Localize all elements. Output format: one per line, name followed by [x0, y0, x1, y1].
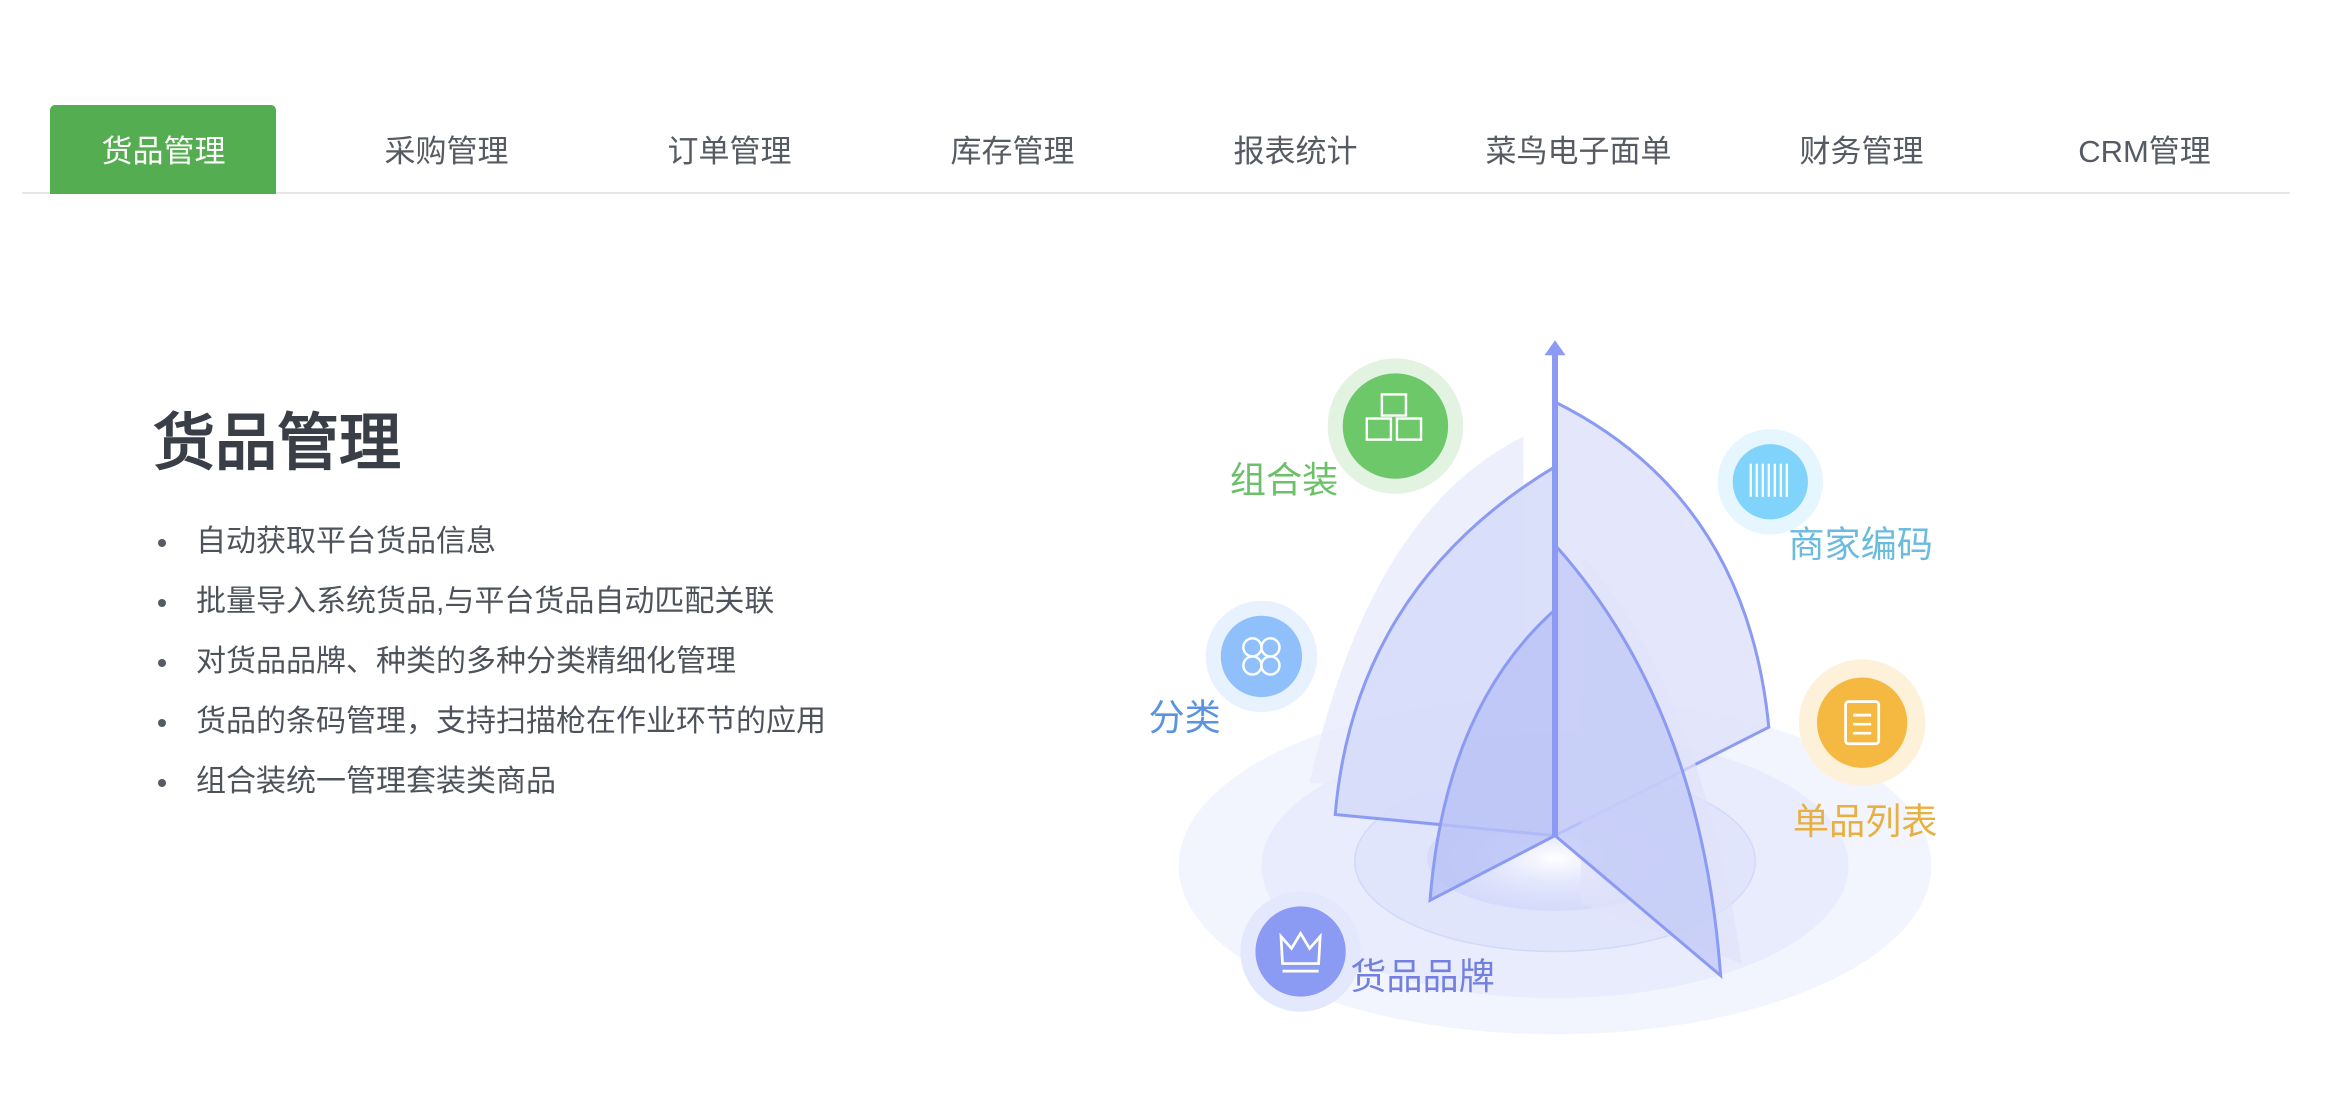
feature-merchant-code: 商家编码: [1717, 429, 1933, 565]
boxes-icon: [1365, 393, 1423, 441]
tab-label: CRM管理: [2078, 134, 2211, 169]
feature-item: 对货品品牌、种类的多种分类精细化管理: [150, 632, 826, 692]
feature-label: 商家编码: [1788, 524, 1933, 565]
tab-label: 订单管理: [667, 134, 792, 169]
barcode-icon: [1749, 463, 1789, 497]
sail-left-inner: [1428, 606, 1557, 903]
clipboard-icon: [1844, 700, 1881, 746]
feature-label: 分类: [1149, 697, 1221, 738]
tab-label: 货品管理: [101, 134, 226, 169]
feature-item: 批量导入系统货品,与平台货品自动匹配关联: [150, 572, 826, 632]
feature-list: 自动获取平台货品信息 批量导入系统货品,与平台货品自动匹配关联 对货品品牌、种类…: [150, 512, 826, 812]
feature-label: 组合装: [1230, 459, 1338, 500]
arrow-head-icon: [1544, 340, 1566, 356]
tab-label: 报表统计: [1233, 134, 1358, 169]
feature-item: 货品的条码管理，支持扫描枪在作业环节的应用: [150, 692, 826, 752]
crown-icon: [1279, 930, 1322, 973]
feature-combo: 组合装: [1230, 358, 1464, 500]
tab-goods-management[interactable]: 货品管理: [22, 105, 305, 194]
tab-label: 菜鸟电子面单: [1485, 134, 1672, 169]
tab-order-management[interactable]: 订单管理: [588, 105, 871, 192]
tab-crm-management[interactable]: CRM管理: [2003, 105, 2286, 192]
sail-right-inner: [1553, 541, 1723, 980]
tab-inventory-management[interactable]: 库存管理: [871, 105, 1154, 192]
tab-purchase-management[interactable]: 采购管理: [305, 105, 588, 192]
section-title: 货品管理: [153, 409, 402, 478]
feature-label: 货品品牌: [1350, 956, 1495, 997]
feature-item: 自动获取平台货品信息: [150, 512, 826, 572]
feature-item: 组合装统一管理套装类商品: [150, 752, 826, 812]
goods-illustration: 组合装 商家编码 分类 单品列表 货品品牌: [1149, 340, 1938, 1035]
tab-label: 采购管理: [384, 134, 509, 169]
category-icon: [1242, 637, 1281, 676]
module-tab-bar: 货品管理 采购管理 订单管理 库存管理 报表统计 菜鸟电子面单 财务管理 CRM…: [22, 105, 2290, 194]
tab-reports[interactable]: 报表统计: [1154, 105, 1437, 192]
tab-label: 财务管理: [1799, 134, 1924, 169]
tab-cainiao-waybill[interactable]: 菜鸟电子面单: [1437, 105, 1720, 192]
feature-item-list: 单品列表: [1793, 659, 1938, 842]
tab-finance-management[interactable]: 财务管理: [1720, 105, 2003, 192]
feature-category: 分类: [1149, 600, 1318, 738]
feature-brand: 货品品牌: [1240, 891, 1495, 1012]
feature-label: 单品列表: [1793, 801, 1938, 842]
tab-label: 库存管理: [950, 134, 1075, 169]
